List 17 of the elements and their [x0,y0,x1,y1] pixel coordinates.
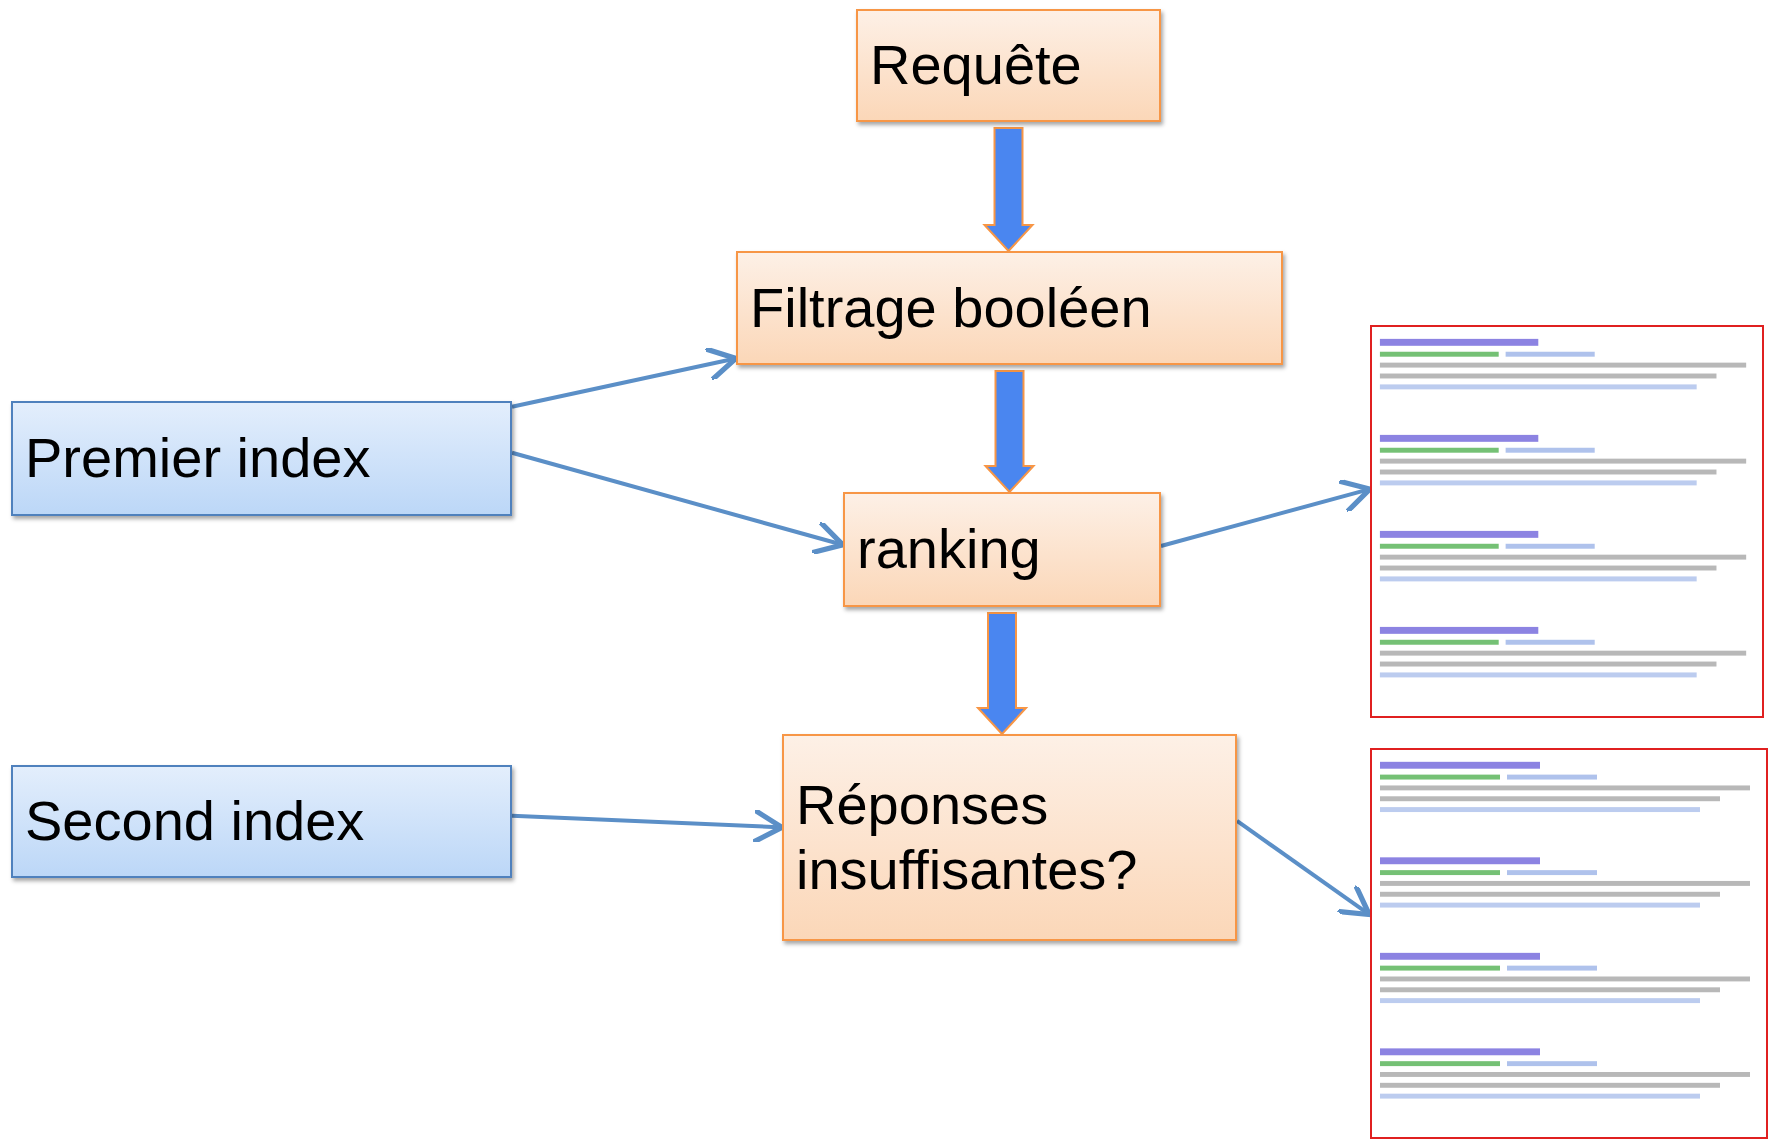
index-box [11,765,512,878]
search-results-placeholder [1370,748,1768,1139]
index-box [11,401,512,516]
process-box [843,492,1161,607]
process-box [782,734,1237,941]
box-label: Second index [25,789,366,854]
block-arrow [975,612,1029,736]
search-results-placeholder [1370,325,1764,718]
block-arrow [982,127,1035,253]
box-label: Réponses insuffisantes? [796,773,1139,902]
process-box [856,9,1161,122]
box-label: Premier index [25,426,372,491]
box-label: Requête [870,33,1083,98]
box-label: Filtrage booléen [750,275,1153,341]
block-arrow [983,370,1036,494]
box-label: ranking [857,517,1042,582]
process-box [736,251,1283,365]
